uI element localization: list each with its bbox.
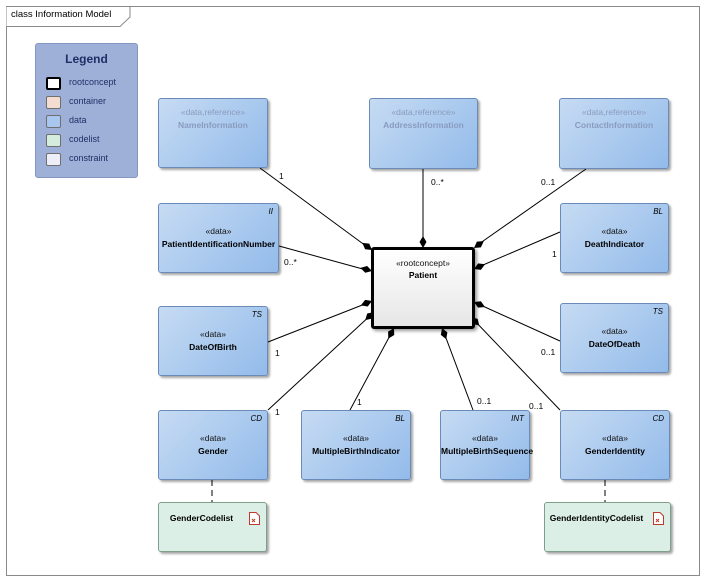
class-type-tag: CD	[250, 414, 262, 423]
legend-swatch-codelist	[46, 134, 61, 147]
class-type-tag: II	[268, 207, 273, 216]
class-type-tag: BL	[653, 207, 663, 216]
codelist-document-icon	[653, 512, 664, 525]
class-patient[interactable]: «rootconcept» Patient	[371, 247, 475, 329]
class-stereotype: «data,reference»	[581, 107, 647, 117]
multiplicity-patient-identification-number: 0..*	[284, 257, 297, 267]
class-name: AddressInformation	[383, 120, 464, 130]
class-stereotype: «data»	[602, 433, 628, 443]
codelist-document-icon	[249, 512, 260, 525]
class-name: GenderIdentityCodelist	[549, 513, 644, 523]
line-patient-identification-number	[278, 245, 371, 272]
class-name: DeathIndicator	[584, 239, 645, 249]
legend-label-constraint: constraint	[69, 153, 109, 163]
class-multiple-birth-indicator[interactable]: BL «data» MultipleBirthIndicator	[301, 410, 411, 480]
class-name: PatientIdentificationNumber	[161, 239, 276, 249]
class-stereotype: «rootconcept»	[396, 258, 450, 268]
multiplicity-name-information: 1	[279, 171, 284, 181]
class-type-tag: BL	[395, 414, 405, 423]
multiplicity-multiple-birth-indicator: 1	[357, 397, 362, 407]
legend: Legend rootconcept container data codeli…	[35, 43, 138, 178]
class-name: Patient	[408, 270, 438, 280]
line-multiple-birth-sequence	[442, 329, 474, 411]
class-stereotype: «data»	[200, 433, 226, 443]
class-name: Gender	[198, 446, 228, 456]
line-date-of-death	[475, 302, 561, 342]
class-stereotype: «data»	[200, 329, 226, 339]
class-death-indicator[interactable]: BL «data» DeathIndicator	[560, 203, 669, 273]
class-name: DateOfDeath	[588, 339, 641, 349]
class-stereotype: «data»	[601, 326, 628, 336]
multiplicity-contact-information: 0..1	[541, 177, 556, 187]
multiplicity-date-of-birth: 1	[275, 348, 280, 358]
class-multiple-birth-sequence[interactable]: INT «data» MultipleBirthSequence	[440, 410, 534, 480]
class-gender-identity-codelist[interactable]: GenderIdentityCodelist	[544, 502, 671, 552]
legend-swatch-data	[46, 115, 61, 128]
class-date-of-death[interactable]: TS «data» DateOfDeath	[560, 303, 669, 373]
multiplicity-multiple-birth-sequence: 0..1	[477, 396, 492, 406]
class-date-of-birth[interactable]: TS «data» DateOfBirth	[158, 306, 268, 376]
multiplicity-death-indicator: 1	[552, 249, 557, 259]
line-death-indicator	[475, 231, 561, 269]
legend-label-rootconcept: rootconcept	[69, 77, 117, 87]
class-patient-identification-number[interactable]: II «data» PatientIdentificationNumber	[158, 203, 279, 273]
class-name: MultipleBirthSequence	[441, 446, 534, 456]
line-name-information	[259, 167, 367, 247]
class-name: NameInformation	[178, 120, 248, 130]
class-type-tag: TS	[652, 307, 663, 316]
class-address-information[interactable]: «data,reference» AddressInformation	[369, 98, 478, 169]
class-name: GenderIdentity	[585, 446, 645, 456]
multiplicity-gender: 1	[275, 407, 280, 417]
line-gender-identity	[471, 317, 561, 411]
legend-title: Legend	[65, 52, 108, 66]
class-stereotype: «data»	[601, 226, 628, 236]
class-name: ContactInformation	[574, 120, 654, 130]
class-type-tag: CD	[652, 414, 664, 423]
class-stereotype: «data,reference»	[391, 107, 456, 117]
class-contact-information[interactable]: «data,reference» ContactInformation	[559, 98, 669, 169]
multiplicity-address-information: 0..*	[431, 177, 444, 187]
line-multiple-birth-indicator	[349, 329, 394, 411]
legend-swatch-constraint	[46, 153, 61, 166]
class-type-tag: TS	[251, 310, 262, 319]
diagram-frame	[6, 6, 700, 576]
class-gender[interactable]: CD «data» Gender	[158, 410, 268, 480]
class-name: MultipleBirthIndicator	[312, 446, 400, 456]
class-name-information[interactable]: «data,reference» NameInformation	[158, 98, 268, 168]
class-name: GenderCodelist	[169, 513, 234, 523]
legend-label-data: data	[69, 115, 87, 125]
multiplicity-gender-identity: 0..1	[529, 401, 544, 411]
legend-swatch-container	[46, 96, 61, 109]
legend-label-codelist: codelist	[69, 134, 100, 144]
frame-title: class Information Model	[11, 9, 112, 20]
line-contact-information	[475, 168, 587, 247]
class-stereotype: «data»	[205, 226, 232, 236]
multiplicity-date-of-death: 0..1	[541, 347, 556, 357]
class-stereotype: «data,reference»	[180, 107, 246, 117]
class-name: DateOfBirth	[189, 342, 237, 352]
legend-label-container: container	[69, 96, 107, 106]
line-date-of-birth	[267, 301, 371, 343]
legend-swatch-rootconcept	[46, 77, 61, 90]
class-type-tag: INT	[511, 414, 524, 423]
class-stereotype: «data»	[472, 433, 498, 443]
line-gender	[267, 312, 374, 411]
class-gender-codelist[interactable]: GenderCodelist	[158, 502, 267, 552]
class-stereotype: «data»	[343, 433, 369, 443]
class-gender-identity[interactable]: CD «data» GenderIdentity	[560, 410, 670, 480]
